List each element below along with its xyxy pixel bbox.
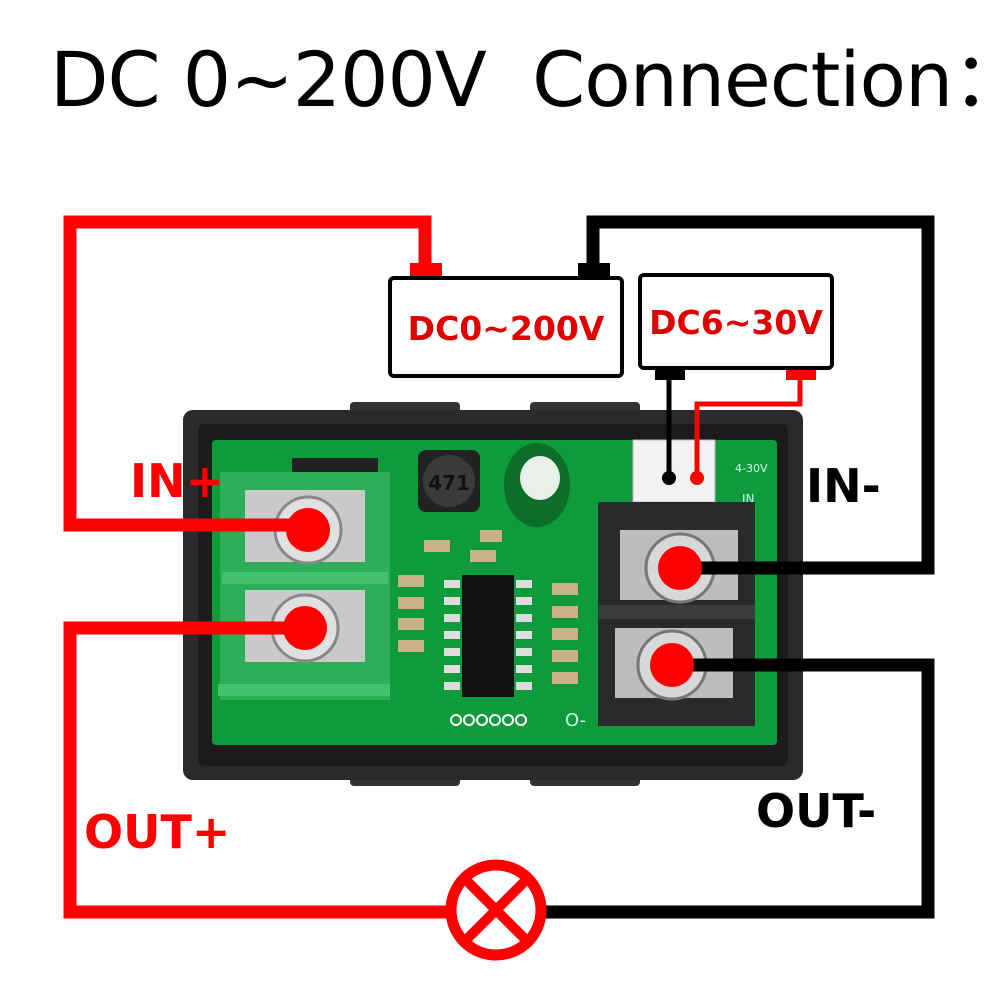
power-connector — [632, 439, 716, 503]
terminal-in-plus — [286, 508, 330, 552]
label-out-minus: OUT- — [756, 784, 876, 838]
label-out-plus: OUT+ — [84, 805, 230, 859]
black-terminal-block — [598, 502, 755, 726]
green-terminal-block — [218, 472, 390, 700]
label-in-plus: IN+ — [130, 454, 224, 508]
terminal-in-minus — [658, 546, 702, 590]
wire-out-plus — [63, 621, 452, 919]
measured-voltage-box: DC0~200V — [388, 276, 624, 378]
supply-voltage-label: DC6~30V — [649, 303, 823, 342]
inductor-label: 471 — [428, 471, 470, 495]
wire-supply-positive — [694, 372, 803, 478]
supply-voltage-box: DC6~30V — [638, 273, 834, 370]
connector-label: 4-30V — [735, 462, 768, 475]
meter-module: 471 O- 4-30V IN — [183, 402, 803, 786]
wire-in-minus — [586, 215, 935, 575]
terminal-out-plus — [283, 606, 327, 650]
lamp-icon — [445, 859, 547, 961]
out-mark: O- — [565, 710, 586, 731]
ic-chip — [462, 575, 514, 697]
terminal-out-minus — [650, 643, 694, 687]
wire-out-minus — [541, 658, 935, 919]
page-title: DC 0~200V Connection： — [50, 35, 1000, 124]
wire-in-plus — [63, 215, 432, 532]
label-in-minus: IN- — [806, 459, 881, 513]
measured-voltage-label: DC0~200V — [408, 309, 605, 348]
